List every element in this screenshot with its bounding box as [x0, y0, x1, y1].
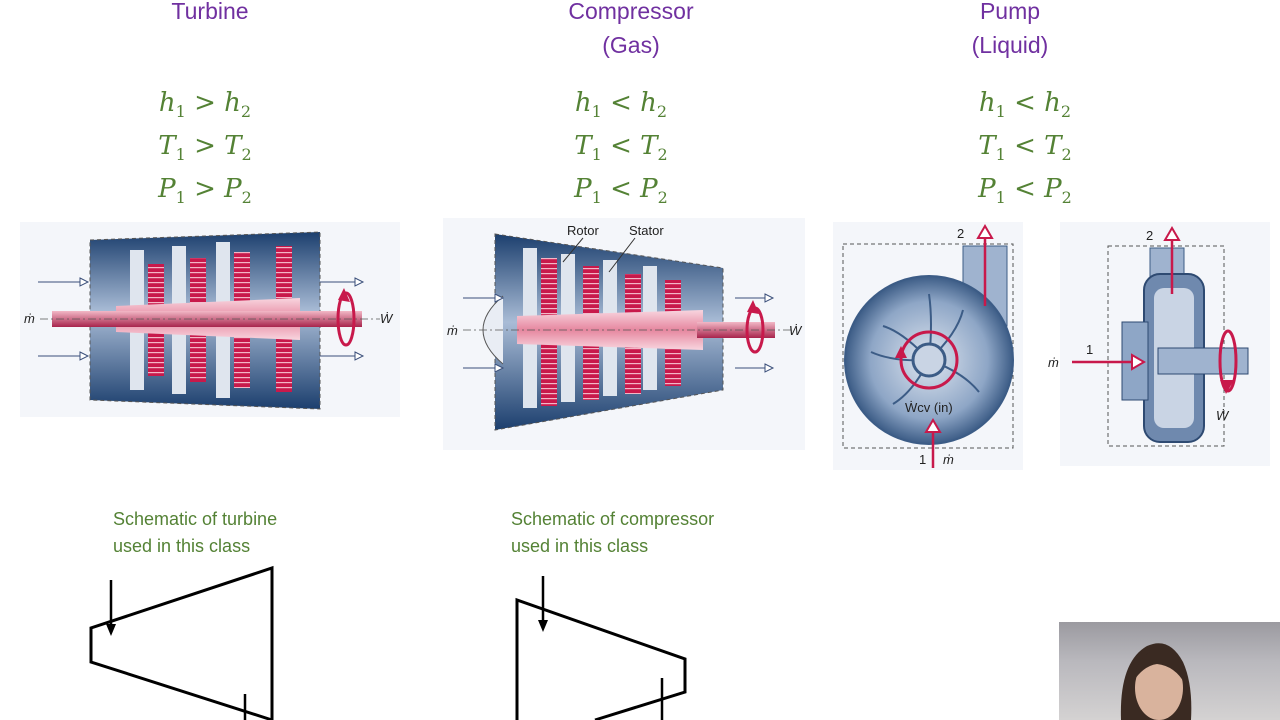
- turbine-schematic: [80, 560, 290, 720]
- compressor-relations: h1 < h2 T1 < T2 P1 < P2: [546, 86, 696, 215]
- pump-title-text: Pump: [980, 0, 1040, 24]
- relation-p: P1 < P2: [546, 172, 696, 215]
- turbine-caption-line: used in this class: [113, 533, 373, 560]
- compressor-caption-line: used in this class: [511, 533, 791, 560]
- rotor-label: Rotor: [567, 223, 599, 238]
- pump-front-illustration: 2 1 ṁ Ẇcv (in): [833, 222, 1023, 470]
- turbine-work-label: Ẇ: [380, 311, 394, 326]
- turbine-title: Turbine: [130, 0, 290, 28]
- compressor-schematic-inlet-arrowhead: [538, 620, 548, 632]
- turbine-mass-flow-label: ṁ: [24, 311, 35, 326]
- relation-h: h1 < h2: [546, 86, 696, 129]
- turbine-illustration: ṁ Ẇ: [20, 222, 400, 417]
- webcam-overlay: [1059, 622, 1280, 720]
- pump-mass-flow-label: ṁ: [943, 452, 954, 467]
- pump-side-outlet-label: 2: [1146, 228, 1153, 243]
- stator-label: Stator: [629, 223, 664, 238]
- pump-outlet-label: 2: [957, 226, 964, 241]
- relation-t: T1 < T2: [546, 129, 696, 172]
- relation-p: P1 > P2: [130, 172, 280, 215]
- relation-h: h1 < h2: [950, 86, 1100, 129]
- pump-eye: [913, 344, 945, 376]
- presenter-silhouette: [1059, 622, 1280, 720]
- turbine-title-text: Turbine: [171, 0, 248, 24]
- pump-subtitle-text: (Liquid): [972, 32, 1049, 58]
- compressor-mass-flow-label: ṁ: [447, 323, 458, 338]
- compressor-subtitle-text: (Gas): [602, 32, 660, 58]
- pump-side-illustration: 2 1 ṁ Ẇ: [1040, 222, 1270, 466]
- pump-side-inlet-label: 1: [1086, 342, 1093, 357]
- compressor-work-label: Ẇ: [789, 323, 803, 338]
- relation-h: h1 > h2: [130, 86, 280, 129]
- turbine-schematic-inlet-arrowhead: [106, 624, 116, 636]
- compressor-title: Compressor (Gas): [540, 0, 722, 62]
- compressor-caption: Schematic of compressor used in this cla…: [511, 506, 791, 560]
- compressor-caption-line: Schematic of compressor: [511, 506, 791, 533]
- turbine-caption: Schematic of turbine used in this class: [113, 506, 373, 560]
- compressor-title-text: Compressor: [568, 0, 693, 24]
- pump-title: Pump (Liquid): [930, 0, 1090, 62]
- relation-p: P1 < P2: [950, 172, 1100, 215]
- relation-t: T1 < T2: [950, 129, 1100, 172]
- pump-inlet-label: 1: [919, 452, 926, 467]
- turbine-relations: h1 > h2 T1 > T2 P1 > P2: [130, 86, 280, 215]
- compressor-illustration: Rotor Stator ṁ Ẇ: [443, 218, 805, 450]
- turbine-caption-line: Schematic of turbine: [113, 506, 373, 533]
- pump-side-mass-flow-label: ṁ: [1048, 355, 1059, 370]
- pump-side-work-label: Ẇ: [1216, 408, 1230, 423]
- compressor-schematic: [505, 570, 695, 720]
- pump-relations: h1 < h2 T1 < T2 P1 < P2: [950, 86, 1100, 215]
- pump-work-label: Ẇcv (in): [905, 400, 953, 415]
- relation-t: T1 > T2: [130, 129, 280, 172]
